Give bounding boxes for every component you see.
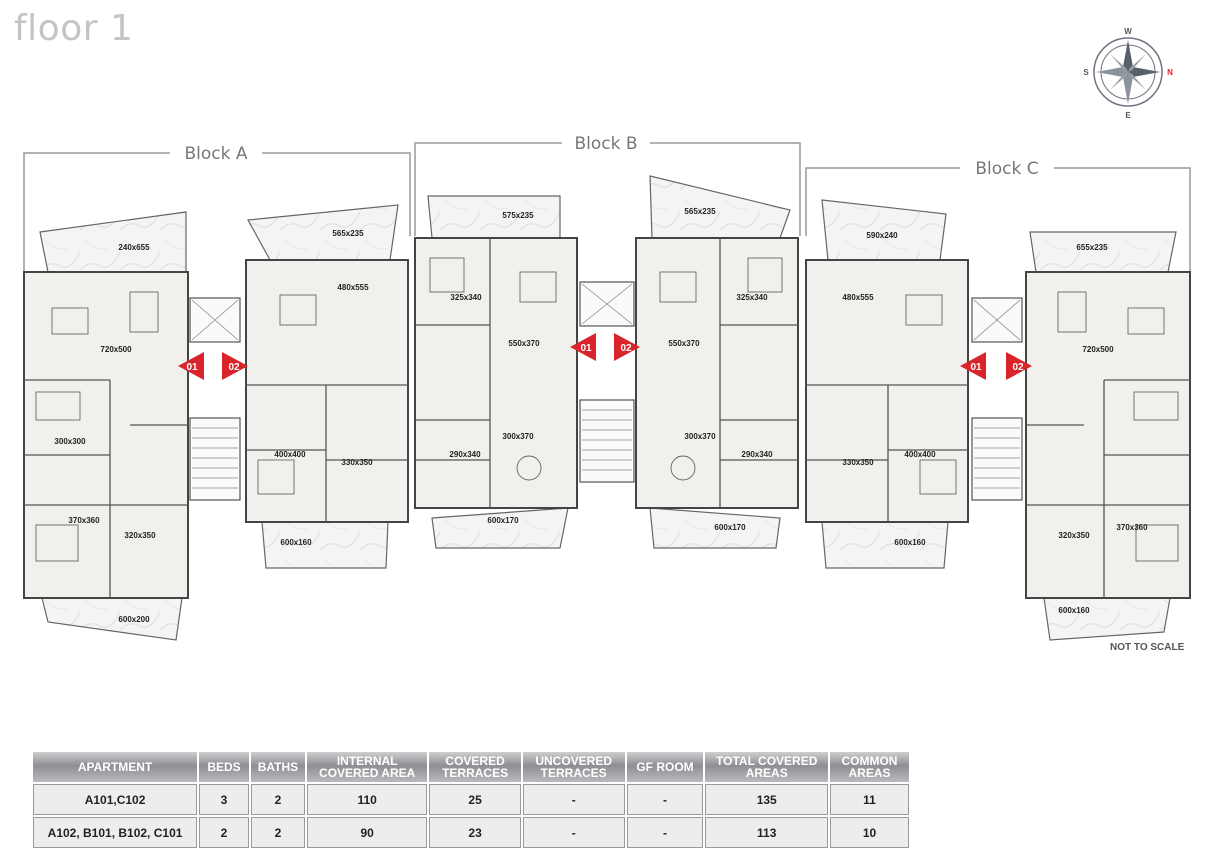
dim-bed-b102-1: 325x340 <box>736 293 768 302</box>
stair-steps <box>191 283 1021 489</box>
col-covered-terraces: COVERED TERRACES <box>429 752 521 782</box>
cell-covered-terraces: 23 <box>429 817 521 848</box>
dim-living-b101: 550x370 <box>508 339 540 348</box>
cell-gf-room: - <box>626 817 704 848</box>
entrance-arrow-right-icon <box>614 333 640 361</box>
dim-bed-a102-1: 400x400 <box>274 450 306 459</box>
cell-internal-area: 90 <box>306 817 428 848</box>
dim-bed-b101-2: 290x340 <box>449 450 481 459</box>
entrance-arrow-left-icon <box>570 333 596 361</box>
entrance-a102: 02 <box>228 362 240 373</box>
dim-terrace-a101: 240x655 <box>118 243 150 252</box>
dim-terrace-a101-2: 600x200 <box>118 615 150 624</box>
table-row: A101,C102 3 2 110 25 - - 135 11 <box>33 784 909 815</box>
entrance-arrow-left-icon <box>178 352 204 380</box>
dim-bed-b102-2: 290x340 <box>741 450 773 459</box>
cell-baths: 2 <box>250 784 305 815</box>
dim-bed-c101-1: 330x350 <box>842 458 874 467</box>
col-total-covered: TOTAL COVERED AREAS <box>705 752 828 782</box>
floor-plan: W E S N Block A Block B Block C <box>23 27 1191 641</box>
col-apartment: APARTMENT <box>33 752 198 782</box>
compass-icon: W E S N <box>1083 27 1173 120</box>
block-c-bracket <box>805 167 1191 272</box>
col-baths: BATHS <box>250 752 305 782</box>
area-schedule-table: APARTMENT BEDS BATHS INTERNAL COVERED AR… <box>31 750 911 850</box>
cell-uncovered-terraces: - <box>522 817 625 848</box>
dim-bed-c102-2: 370x360 <box>1116 523 1148 532</box>
cell-common-areas: 10 <box>829 817 909 848</box>
cell-covered-terraces: 25 <box>429 784 521 815</box>
entrance-markers: 01 02 01 02 01 02 <box>178 333 1032 380</box>
room-dimensions: 240x655 720x500 300x300 370x360 320x350 … <box>54 207 1148 624</box>
dim-living-a102: 480x555 <box>337 283 369 292</box>
dim-bed-a101-2: 370x360 <box>68 516 100 525</box>
dim-terrace-c102-2: 600x160 <box>1058 606 1090 615</box>
cell-beds: 2 <box>199 817 249 848</box>
dim-bed-c102-1: 320x350 <box>1058 531 1090 540</box>
dim-terrace-a102-2: 600x160 <box>280 538 312 547</box>
entrance-arrow-left-icon <box>960 352 986 380</box>
compass-north-label: N <box>1167 68 1173 77</box>
dim-terrace-b101: 575x235 <box>502 211 534 220</box>
block-a-label: Block A <box>184 144 247 164</box>
dim-bed-a102-2: 330x350 <box>341 458 373 467</box>
dim-terrace-c102: 655x235 <box>1076 243 1108 252</box>
col-beds: BEDS <box>199 752 249 782</box>
not-to-scale-note: NOT TO SCALE <box>1110 642 1185 653</box>
table-row: A102, B101, B102, C101 2 2 90 23 - - 113… <box>33 817 909 848</box>
entrance-a101: 01 <box>186 362 198 373</box>
dim-terrace-b101-2: 600x170 <box>487 516 519 525</box>
cell-common-areas: 11 <box>829 784 909 815</box>
dim-living-c102: 720x500 <box>1082 345 1114 354</box>
dim-living-a101: 720x500 <box>100 345 132 354</box>
entrance-arrow-right-icon <box>1006 352 1032 380</box>
entrance-b102: 02 <box>620 343 632 354</box>
dim-bed-b101-1: 325x340 <box>450 293 482 302</box>
cell-uncovered-terraces: - <box>522 784 625 815</box>
cell-apartment: A101,C102 <box>33 784 198 815</box>
dim-terrace-c101-2: 600x160 <box>894 538 926 547</box>
col-uncovered-terraces: UNCOVERED TERRACES <box>522 752 625 782</box>
cell-total-covered: 135 <box>705 784 828 815</box>
dim-terrace-c101: 590x240 <box>866 231 898 240</box>
cell-gf-room: - <box>626 784 704 815</box>
dim-bed-a101-3: 320x350 <box>124 531 156 540</box>
col-common-areas: COMMON AREAS <box>829 752 909 782</box>
cell-internal-area: 110 <box>306 784 428 815</box>
col-gf-room: GF ROOM <box>626 752 704 782</box>
block-a-bracket <box>23 152 411 272</box>
dim-dining-b102: 300x370 <box>684 432 716 441</box>
interior-walls <box>24 238 1190 598</box>
dim-terrace-b102-2: 600x170 <box>714 523 746 532</box>
floor-title: floor 1 <box>14 8 134 49</box>
block-c-label: Block C <box>975 159 1038 179</box>
entrance-c102: 02 <box>1012 362 1024 373</box>
entrance-b101: 01 <box>580 343 592 354</box>
dim-living-b102: 550x370 <box>668 339 700 348</box>
apartment-shells <box>23 237 1191 599</box>
entrance-c101: 01 <box>970 362 982 373</box>
table-header-row: APARTMENT BEDS BATHS INTERNAL COVERED AR… <box>33 752 909 782</box>
dim-bed-a101-1: 300x300 <box>54 437 86 446</box>
dim-living-c101: 480x555 <box>842 293 874 302</box>
dim-dining-b101: 300x370 <box>502 432 534 441</box>
furniture <box>35 257 1179 562</box>
compass-west-label: W <box>1124 27 1132 36</box>
cell-apartment: A102, B101, B102, C101 <box>33 817 198 848</box>
dim-terrace-a102: 565x235 <box>332 229 364 238</box>
dim-terrace-b102: 565x235 <box>684 207 716 216</box>
col-internal-area: INTERNAL COVERED AREA <box>306 752 428 782</box>
cell-total-covered: 113 <box>705 817 828 848</box>
dim-bed-c101-2: 400x400 <box>904 450 936 459</box>
cell-beds: 3 <box>199 784 249 815</box>
terraces <box>39 175 1177 641</box>
entrance-arrow-right-icon <box>222 352 248 380</box>
compass-east-label: E <box>1125 111 1131 120</box>
compass-south-label: S <box>1083 68 1089 77</box>
block-b-label: Block B <box>574 134 637 154</box>
block-b-bracket <box>414 142 801 236</box>
cell-baths: 2 <box>250 817 305 848</box>
